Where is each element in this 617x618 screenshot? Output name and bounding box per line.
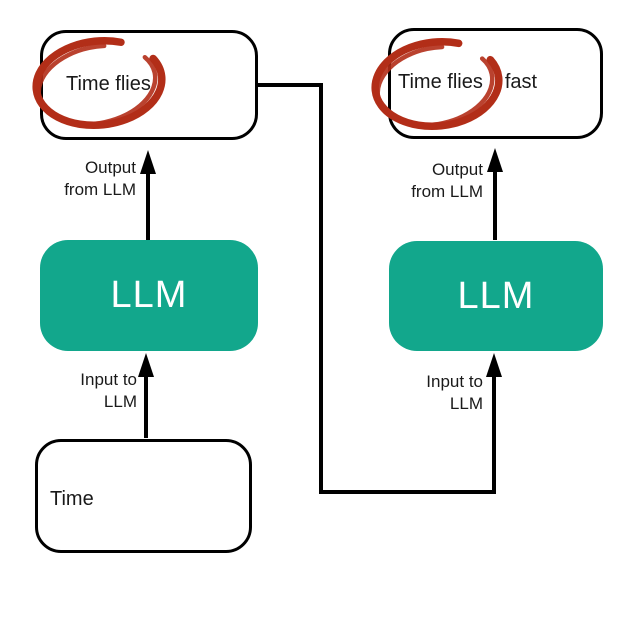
input-arrow-label-left-line2: LLM: [103, 392, 137, 411]
llm-label-left: LLM: [110, 274, 188, 316]
output-arrow-label-right: Output from LLM: [377, 159, 483, 203]
output-text-left: Time flies: [66, 73, 151, 95]
output-arrow-label-left-line1: Output: [84, 158, 136, 177]
llm-box-right: LLM: [389, 241, 603, 351]
output-arrow-label-left-line2: from LLM: [64, 180, 136, 199]
output-arrow-label-right-line1: Output: [431, 160, 483, 179]
output-text-right-appended: fast: [504, 71, 538, 93]
input-box-left: [35, 439, 252, 553]
arrow-output-left: [140, 150, 156, 240]
output-text-right-circled: Time flies: [398, 71, 483, 93]
input-arrow-label-right-line1: Input to: [426, 372, 483, 391]
input-arrow-label-right: Input to LLM: [377, 371, 483, 415]
output-arrow-label-left: Output from LLM: [30, 157, 136, 201]
input-arrow-label-left-line1: Input to: [80, 370, 137, 389]
llm-box-left: LLM: [40, 240, 258, 351]
arrow-output-right: [487, 148, 503, 240]
input-text-left: Time: [50, 488, 94, 510]
input-arrow-label-left: Input to LLM: [31, 369, 137, 413]
input-arrow-label-right-line2: LLM: [449, 394, 483, 413]
arrow-input-left: [138, 353, 154, 438]
output-arrow-label-right-line2: from LLM: [411, 182, 483, 201]
llm-label-right: LLM: [457, 274, 535, 317]
